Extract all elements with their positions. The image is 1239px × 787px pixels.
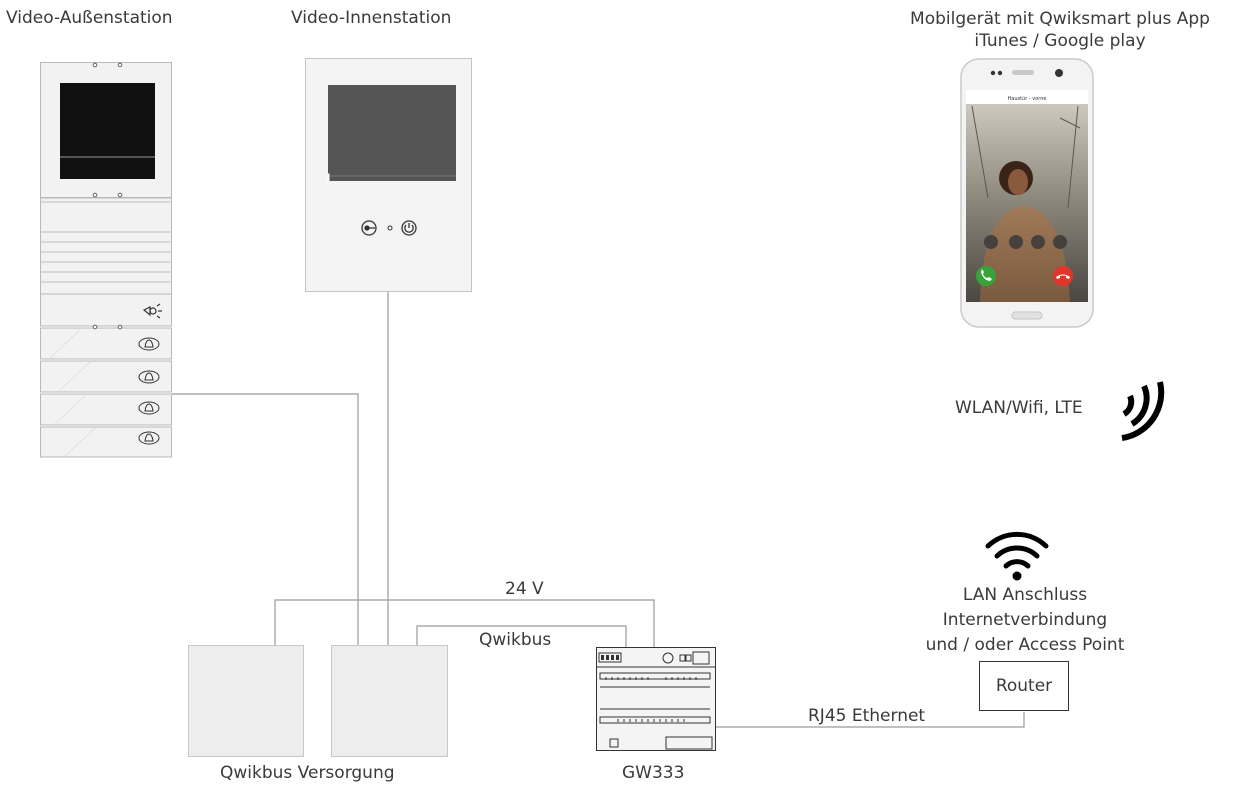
light-icon: [142, 303, 162, 319]
door-key-icon: [361, 220, 377, 236]
phone-screen-title: Haustür - vorne: [1008, 96, 1047, 102]
bell-icon: [138, 370, 160, 384]
indoor-station-label: Video-Innenstation: [291, 8, 452, 28]
gateway-device: [596, 647, 716, 751]
mobile-device-label-line1: Mobilgerät mit Qwiksmart plus App: [910, 9, 1210, 29]
router-box: Router: [979, 661, 1069, 711]
smartphone: Haustür - vorne: [960, 58, 1094, 328]
video-outdoor-station: [40, 62, 172, 458]
wire-24v: [274, 599, 655, 647]
bell-icon: [138, 337, 160, 351]
outdoor-station-drawing: [40, 62, 172, 458]
router-label: Router: [995, 676, 1053, 696]
radio-waves-icon: [1118, 380, 1180, 442]
qwikbus-label: Qwikbus: [479, 630, 552, 650]
radio-waves-drawing: [1121, 381, 1165, 441]
mobile-device-label-line2: iTunes / Google play: [974, 31, 1146, 51]
gateway-label: GW333: [622, 763, 685, 783]
wlan-label: WLAN/Wifi, LTE: [955, 398, 1083, 418]
supply-module-1: [188, 645, 304, 757]
mobile-device-label: Mobilgerät mit Qwiksmart plus App iTunes…: [880, 8, 1239, 52]
rj45-label: RJ45 Ethernet: [808, 706, 926, 726]
indoor-station-drawing: [305, 58, 472, 292]
video-indoor-station: [305, 58, 472, 292]
voltage-label: 24 V: [505, 579, 544, 599]
lan-label: LAN Anschluss Internetverbindung und / o…: [900, 583, 1150, 658]
lan-label-line1: LAN Anschluss: [962, 585, 1088, 605]
decline-call-icon: [1053, 266, 1073, 286]
wire-rj45: [716, 712, 1025, 728]
supply-module-2: [331, 645, 448, 757]
smartphone-drawing: Haustür - vorne: [960, 58, 1094, 328]
wire-outdoor-to-supply: [172, 393, 359, 645]
gateway-drawing: [596, 647, 716, 751]
bell-icon: [138, 401, 160, 415]
bell-icon: [138, 431, 160, 445]
wifi-drawing: [985, 531, 1049, 581]
wifi-icon: [984, 528, 1050, 582]
lan-label-line2: Internetverbindung: [942, 610, 1108, 630]
outdoor-station-label: Video-Außenstation: [6, 8, 173, 28]
supply-label: Qwikbus Versorgung: [220, 763, 395, 783]
outdoor-camera-display: [60, 83, 155, 179]
power-icon: [401, 220, 417, 236]
lan-label-line3: und / oder Access Point: [925, 635, 1125, 655]
wire-qwikbus: [416, 625, 627, 647]
status-led: [387, 225, 393, 231]
indoor-display: [328, 85, 456, 181]
accept-call-icon: [976, 266, 996, 286]
